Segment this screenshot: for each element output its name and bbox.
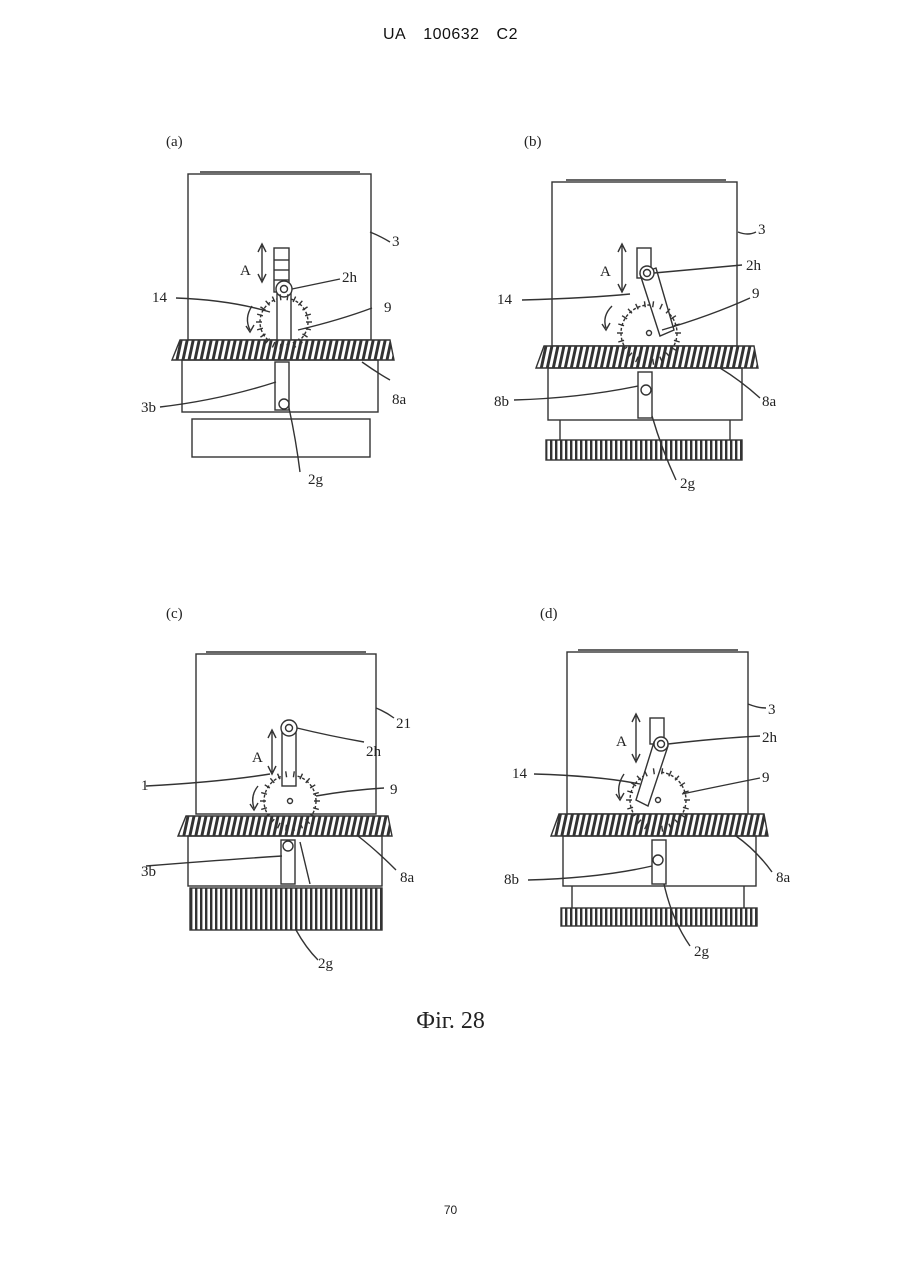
gear-tooth xyxy=(627,791,633,793)
gear-tooth xyxy=(618,340,624,342)
figure-caption: Фіг. 28 xyxy=(0,1008,901,1035)
label-9: 9 xyxy=(752,286,760,302)
gear-tooth xyxy=(305,314,311,316)
label-3: 3 xyxy=(392,234,400,250)
gear-tooth xyxy=(257,328,263,330)
gear-tooth xyxy=(683,807,689,809)
panel-tag: (c) xyxy=(166,606,183,622)
gear-tooth xyxy=(662,826,663,832)
gear-tooth xyxy=(287,344,288,350)
gear-tooth xyxy=(293,771,294,777)
panel-tag: (d) xyxy=(540,606,558,622)
label-A: A xyxy=(240,263,251,279)
panel-d: (d) xyxy=(528,606,772,946)
label-2h: 2h xyxy=(366,744,382,760)
gear-tooth xyxy=(293,825,294,831)
gear-tooth xyxy=(662,768,663,774)
label-14: 14 xyxy=(152,290,168,306)
body-3 xyxy=(552,182,737,346)
label-9: 9 xyxy=(384,300,392,316)
label-2g: 2g xyxy=(308,472,324,488)
gear-tooth xyxy=(674,340,680,342)
gear-tooth xyxy=(313,808,319,810)
panel-tag: (b) xyxy=(524,134,542,150)
gear-tooth xyxy=(653,826,654,832)
gear-tooth xyxy=(313,793,319,795)
gear-tooth xyxy=(280,344,281,350)
label-14: 14 xyxy=(497,292,513,308)
gear-tooth xyxy=(287,294,288,300)
panel-b: (b) xyxy=(514,134,760,480)
label-2g: 2g xyxy=(694,944,710,960)
label-8b: 8b xyxy=(504,872,519,888)
gear-tooth xyxy=(305,328,311,330)
gear-tooth xyxy=(627,807,633,809)
label-2g: 2g xyxy=(680,476,696,492)
gear-tooth xyxy=(261,793,267,795)
label-2h: 2h xyxy=(746,258,762,274)
gear-tooth xyxy=(280,294,281,300)
gear-tooth xyxy=(286,825,287,831)
label-3: 3 xyxy=(768,702,776,718)
panel-tag: (a) xyxy=(166,134,183,150)
panel-a: (a) xyxy=(160,134,394,472)
label-1: 1 xyxy=(141,778,149,794)
label-2h: 2h xyxy=(762,730,778,746)
label-3b: 3b xyxy=(141,864,156,880)
label-21: 21 xyxy=(396,716,411,732)
label-2g: 2g xyxy=(318,956,334,972)
label-14: 14 xyxy=(512,766,528,782)
label-A: A xyxy=(616,734,627,750)
gear-tooth xyxy=(286,771,287,777)
gear-tooth xyxy=(644,301,645,307)
label-3b: 3b xyxy=(141,400,156,416)
panel-c: (c) xyxy=(146,606,396,960)
gear-tooth xyxy=(257,314,263,316)
label-8a: 8a xyxy=(762,394,777,410)
body-3 xyxy=(567,652,748,814)
label-8a: 8a xyxy=(400,870,415,886)
label-8a: 8a xyxy=(776,870,791,886)
label-2h: 2h xyxy=(342,270,358,286)
gear-tooth xyxy=(653,768,654,774)
gear-tooth xyxy=(653,359,654,365)
page-number: 70 xyxy=(0,1203,901,1217)
label-A: A xyxy=(600,264,611,280)
gear-tooth xyxy=(644,359,645,365)
gear-tooth xyxy=(653,301,654,307)
label-8b: 8b xyxy=(494,394,509,410)
label-9: 9 xyxy=(390,782,398,798)
gear-tooth xyxy=(618,324,624,326)
label-8a: 8a xyxy=(392,392,407,408)
label-9: 9 xyxy=(762,770,770,786)
label-3: 3 xyxy=(758,222,766,238)
label-A: A xyxy=(252,750,263,766)
gear-tooth xyxy=(261,808,267,810)
